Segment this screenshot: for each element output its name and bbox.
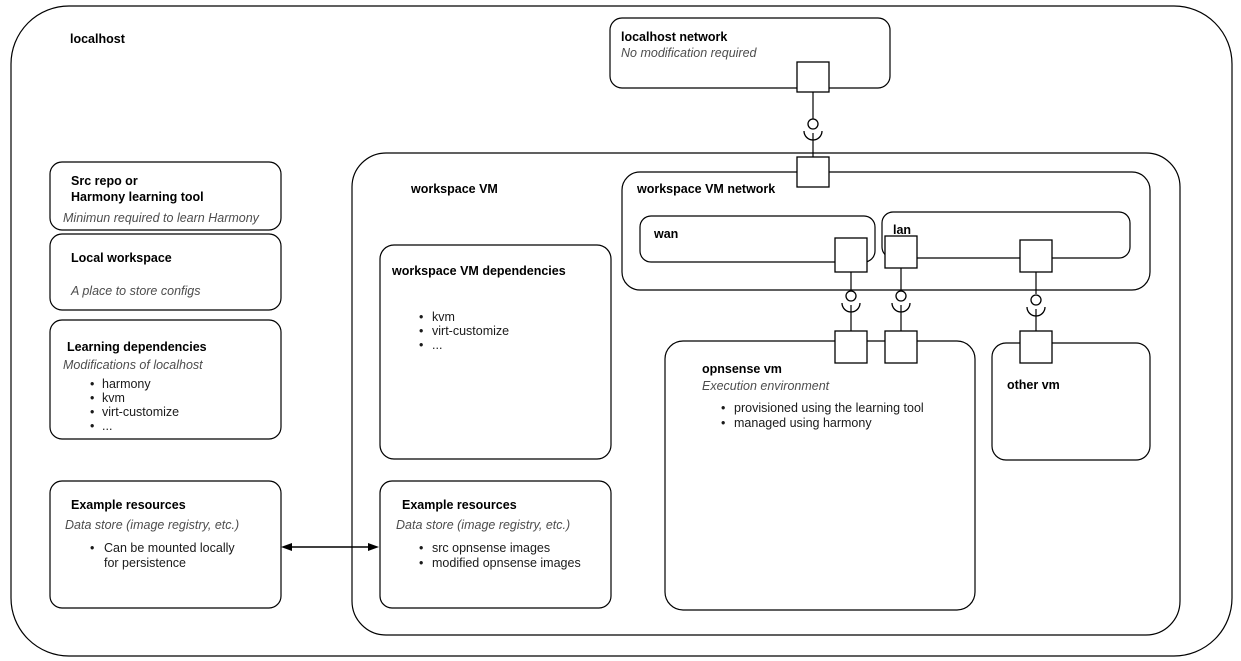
list-item: harmony <box>102 377 151 391</box>
workspace-vm-label: workspace VM <box>410 182 498 196</box>
connector-wan-to-opnsense <box>841 272 861 333</box>
list-item: managed using harmony <box>734 416 872 430</box>
other-vm-label: other vm <box>1007 378 1060 392</box>
list-item: Can be mounted locally <box>104 541 235 555</box>
learning-dependencies-title: Learning dependencies <box>67 340 207 354</box>
example-resources-vm-subtitle: Data store (image registry, etc.) <box>396 518 570 532</box>
example-resources-local-list: • Can be mounted locally for persistence <box>90 541 235 570</box>
src-repo-subtitle: Minimun required to learn Harmony <box>63 211 260 225</box>
opnsense-vm-title: opnsense vm <box>702 362 782 376</box>
ball-icon <box>1030 294 1042 306</box>
lan-label: lan <box>893 223 911 237</box>
workspace-vm-dependencies-list: • kvm • virt-customize • ... <box>419 310 509 352</box>
connector-lan-to-opnsense <box>891 268 911 333</box>
bullet-icon: • <box>90 377 94 391</box>
src-repo-box <box>49 161 282 231</box>
bullet-icon: • <box>419 541 423 555</box>
list-item: virt-customize <box>102 405 179 419</box>
ball-icon <box>845 290 857 302</box>
connector-localhost-to-workspace-network <box>803 92 823 172</box>
ball-icon <box>895 290 907 302</box>
opnsense-vm-list: • provisioned using the learning tool • … <box>721 401 924 430</box>
local-workspace-title: Local workspace <box>71 251 172 265</box>
port-opnsense-lan <box>884 330 918 364</box>
workspace-vm-network-container <box>621 171 1151 291</box>
workspace-vm-dependencies-title: workspace VM dependencies <box>391 264 566 278</box>
workspace-vm-container <box>351 152 1181 636</box>
list-item: kvm <box>432 310 455 324</box>
port-lan-left <box>884 235 918 269</box>
ball-icon <box>807 118 819 130</box>
bullet-icon: • <box>419 324 423 338</box>
example-resources-local-subtitle: Data store (image registry, etc.) <box>65 518 239 532</box>
localhost-container <box>10 5 1233 657</box>
example-resources-local-box <box>49 480 282 609</box>
localhost-label: localhost <box>70 32 126 46</box>
opnsense-vm-subtitle: Execution environment <box>702 379 830 393</box>
bullet-icon: • <box>419 338 423 352</box>
local-workspace-subtitle: A place to store configs <box>70 284 200 298</box>
learning-dependencies-list: • harmony • kvm • virt-customize • ... <box>90 377 179 433</box>
port-workspace-vm-network-uplink <box>796 156 830 188</box>
localhost-network-subtitle: No modification required <box>621 46 758 60</box>
local-workspace-box <box>49 233 282 311</box>
port-lan-right <box>1019 239 1053 273</box>
localhost-network-title: localhost network <box>621 30 727 44</box>
bullet-icon: • <box>419 556 423 570</box>
bullet-icon: • <box>90 391 94 405</box>
port-opnsense-wan <box>834 330 868 364</box>
example-resources-vm-box <box>379 480 612 609</box>
example-resources-link-arrow <box>281 543 379 551</box>
lan-box <box>881 211 1131 259</box>
bullet-icon: • <box>90 541 94 555</box>
src-repo-title-line1: Src repo or <box>71 174 138 188</box>
bullet-icon: • <box>419 310 423 324</box>
list-item: kvm <box>102 391 125 405</box>
list-item: for persistence <box>104 556 186 570</box>
wan-label: wan <box>653 227 678 241</box>
learning-dependencies-box <box>49 319 282 440</box>
workspace-vm-network-label: workspace VM network <box>636 182 775 196</box>
src-repo-title-line2: Harmony learning tool <box>71 190 204 204</box>
list-item: provisioned using the learning tool <box>734 401 924 415</box>
wan-box <box>639 215 876 263</box>
other-vm-box <box>991 342 1151 461</box>
bullet-icon: • <box>721 401 725 415</box>
opnsense-vm-box <box>664 340 976 611</box>
example-resources-vm-list: • src opnsense images • modified opnsens… <box>419 541 581 570</box>
port-localhost-network <box>796 61 830 93</box>
bullet-icon: • <box>90 405 94 419</box>
example-resources-vm-title: Example resources <box>402 498 517 512</box>
list-item: virt-customize <box>432 324 509 338</box>
list-item: src opnsense images <box>432 541 550 555</box>
connector-lan-to-other-vm <box>1026 272 1046 333</box>
bullet-icon: • <box>721 416 725 430</box>
list-item: modified opnsense images <box>432 556 581 570</box>
bullet-icon: • <box>90 419 94 433</box>
example-resources-local-title: Example resources <box>71 498 186 512</box>
list-item: ... <box>432 338 442 352</box>
list-item: ... <box>102 419 112 433</box>
learning-dependencies-subtitle: Modifications of localhost <box>63 358 203 372</box>
workspace-vm-dependencies-box <box>379 244 612 460</box>
port-wan <box>834 237 868 273</box>
port-other-vm <box>1019 330 1053 364</box>
